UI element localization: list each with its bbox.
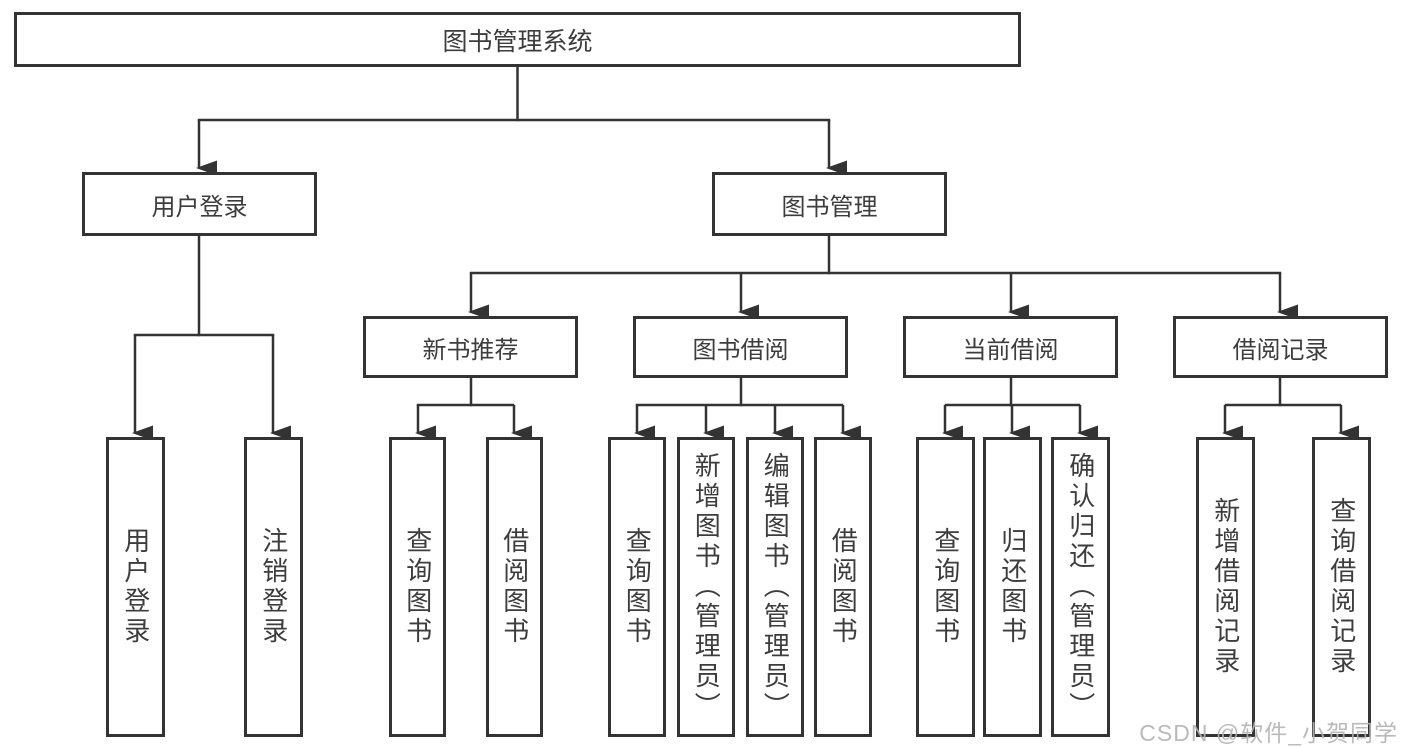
node-book-management: 图书管理 — [712, 172, 947, 236]
leaf-borrow-books: 借阅图书 — [814, 437, 872, 737]
leaf-return-book: 归还图书 — [983, 437, 1042, 737]
leaf-edit-book-admin: 编辑图书（管理员） — [746, 437, 804, 737]
connector-group — [132, 67, 1359, 441]
leaf-label: 借阅图书 — [499, 527, 530, 647]
node-library-system: 图书管理系统 — [14, 12, 1021, 67]
leaf-label: 确认归还（管理员） — [1065, 452, 1096, 722]
leaf-label: 归还图书 — [997, 527, 1028, 647]
leaf-borrow-books-recommend: 借阅图书 — [486, 437, 543, 737]
leaf-label: 新增借阅记录 — [1210, 497, 1241, 677]
leaf-label: 查询图书 — [622, 527, 653, 647]
leaf-confirm-return-admin: 确认归还（管理员） — [1051, 437, 1110, 737]
node-label: 图书管理 — [781, 193, 878, 221]
leaf-label: 查询图书 — [930, 527, 961, 647]
node-label: 新书推荐 — [422, 336, 519, 364]
node-book-borrow: 图书借阅 — [633, 316, 848, 378]
node-borrow-record: 借阅记录 — [1173, 316, 1388, 378]
node-user-login: 用户登录 — [82, 172, 317, 236]
leaf-logout: 注销登录 — [244, 437, 303, 737]
leaf-label: 用户登录 — [120, 527, 151, 647]
node-current-borrow: 当前借阅 — [903, 316, 1118, 378]
leaf-label: 编辑图书（管理员） — [760, 452, 791, 722]
node-new-book-recommend: 新书推荐 — [363, 316, 578, 378]
leaf-label: 借阅图书 — [828, 527, 859, 647]
leaf-add-book-admin: 新增图书（管理员） — [677, 437, 735, 737]
node-label: 借阅记录 — [1232, 336, 1329, 364]
leaf-label: 查询图书 — [402, 527, 433, 647]
leaf-label: 新增图书（管理员） — [691, 452, 722, 722]
leaf-query-books-borrow: 查询图书 — [608, 437, 666, 737]
leaf-query-borrow-record: 查询借阅记录 — [1312, 437, 1371, 737]
leaf-query-books-current: 查询图书 — [916, 437, 975, 737]
node-label: 用户登录 — [151, 193, 248, 221]
leaf-label: 注销登录 — [258, 527, 289, 647]
node-label: 图书借阅 — [692, 336, 789, 364]
node-label: 图书管理系统 — [442, 27, 593, 56]
leaf-user-login: 用户登录 — [106, 437, 165, 737]
leaf-add-borrow-record: 新增借阅记录 — [1196, 437, 1255, 737]
node-label: 当前借阅 — [962, 336, 1059, 364]
leaf-query-books-recommend: 查询图书 — [389, 437, 446, 737]
leaf-label: 查询借阅记录 — [1326, 497, 1357, 677]
